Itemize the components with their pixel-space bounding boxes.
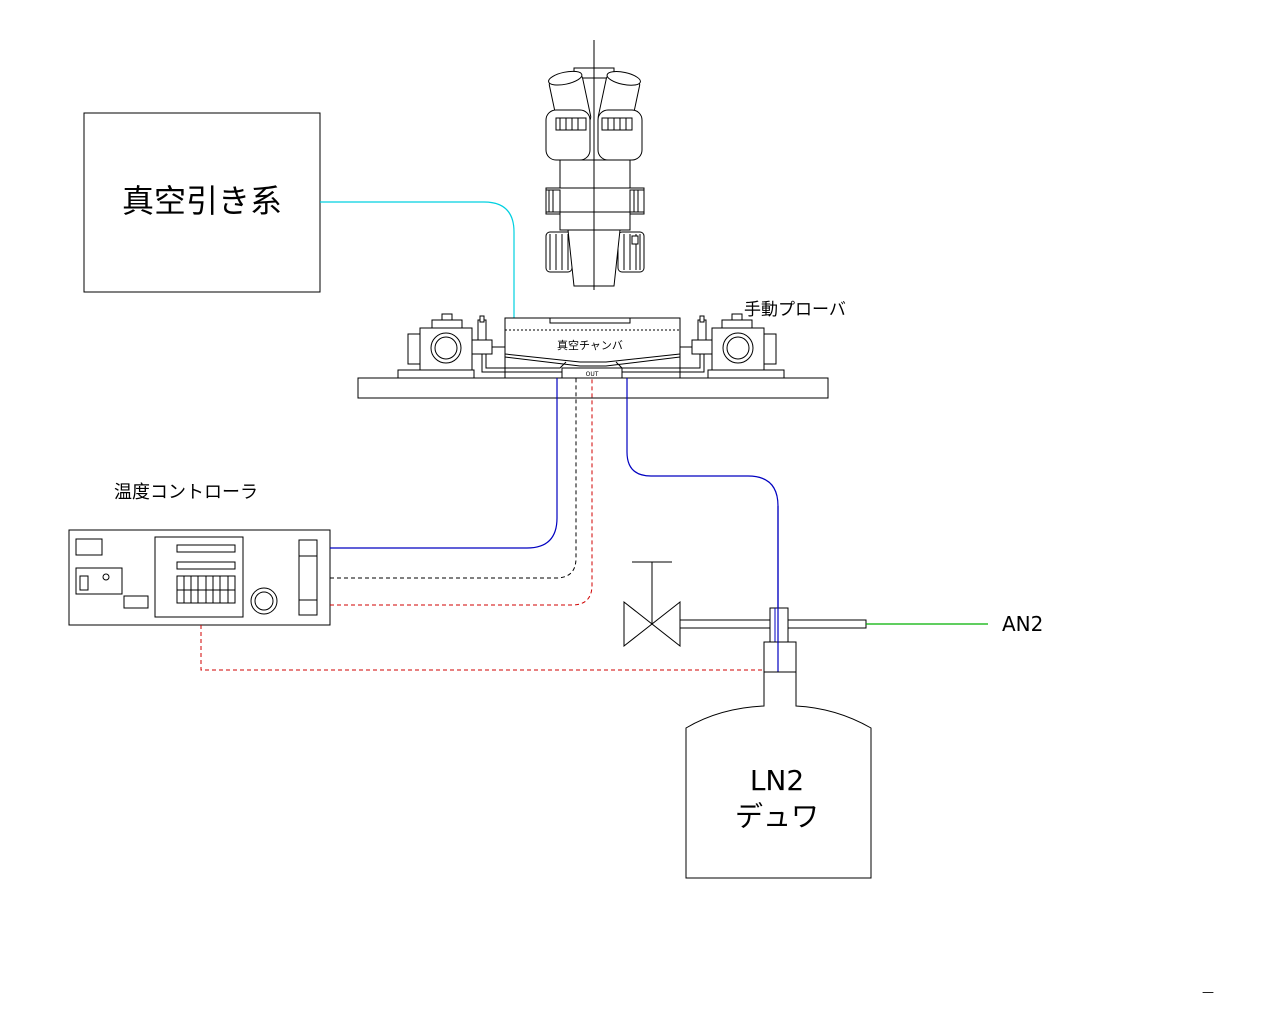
dewar-label-line1: LN2: [750, 764, 804, 797]
vacuum-system-box: 真空引き系: [83, 112, 321, 293]
manual-prober-label: 手動プローバ: [744, 300, 846, 320]
ln2-line-dewar: [626, 378, 779, 672]
thermo-line-dewar: [200, 625, 770, 671]
out-port: [561, 367, 623, 379]
dewar-label-line2: デュワ: [735, 800, 819, 833]
ln2-line-controller: [330, 378, 558, 549]
signal-line: [330, 378, 577, 579]
manual-prober: 真空チャンバ OUT: [357, 300, 846, 399]
dewar-pipe: [679, 506, 867, 673]
corner-mark: —: [1202, 985, 1214, 999]
left-manipulator: [397, 313, 505, 379]
vacuum-chamber-label: 真空チャンバ: [557, 338, 623, 352]
an2-label: AN2: [1002, 612, 1043, 636]
valve: [623, 561, 681, 648]
vacuum-system-label: 真空引き系: [122, 182, 282, 220]
prober-base-plate: [357, 377, 829, 399]
microscope: [545, 40, 645, 290]
temperature-controller: [68, 529, 331, 626]
out-port-label: OUT: [586, 371, 599, 378]
temp-controller-label: 温度コントローラ: [114, 482, 258, 503]
right-manipulator: [680, 313, 785, 379]
vacuum-line: [320, 201, 515, 318]
ln2-dewar: LN2 デュワ: [685, 671, 872, 879]
thermo-line-chamber: [330, 378, 593, 606]
